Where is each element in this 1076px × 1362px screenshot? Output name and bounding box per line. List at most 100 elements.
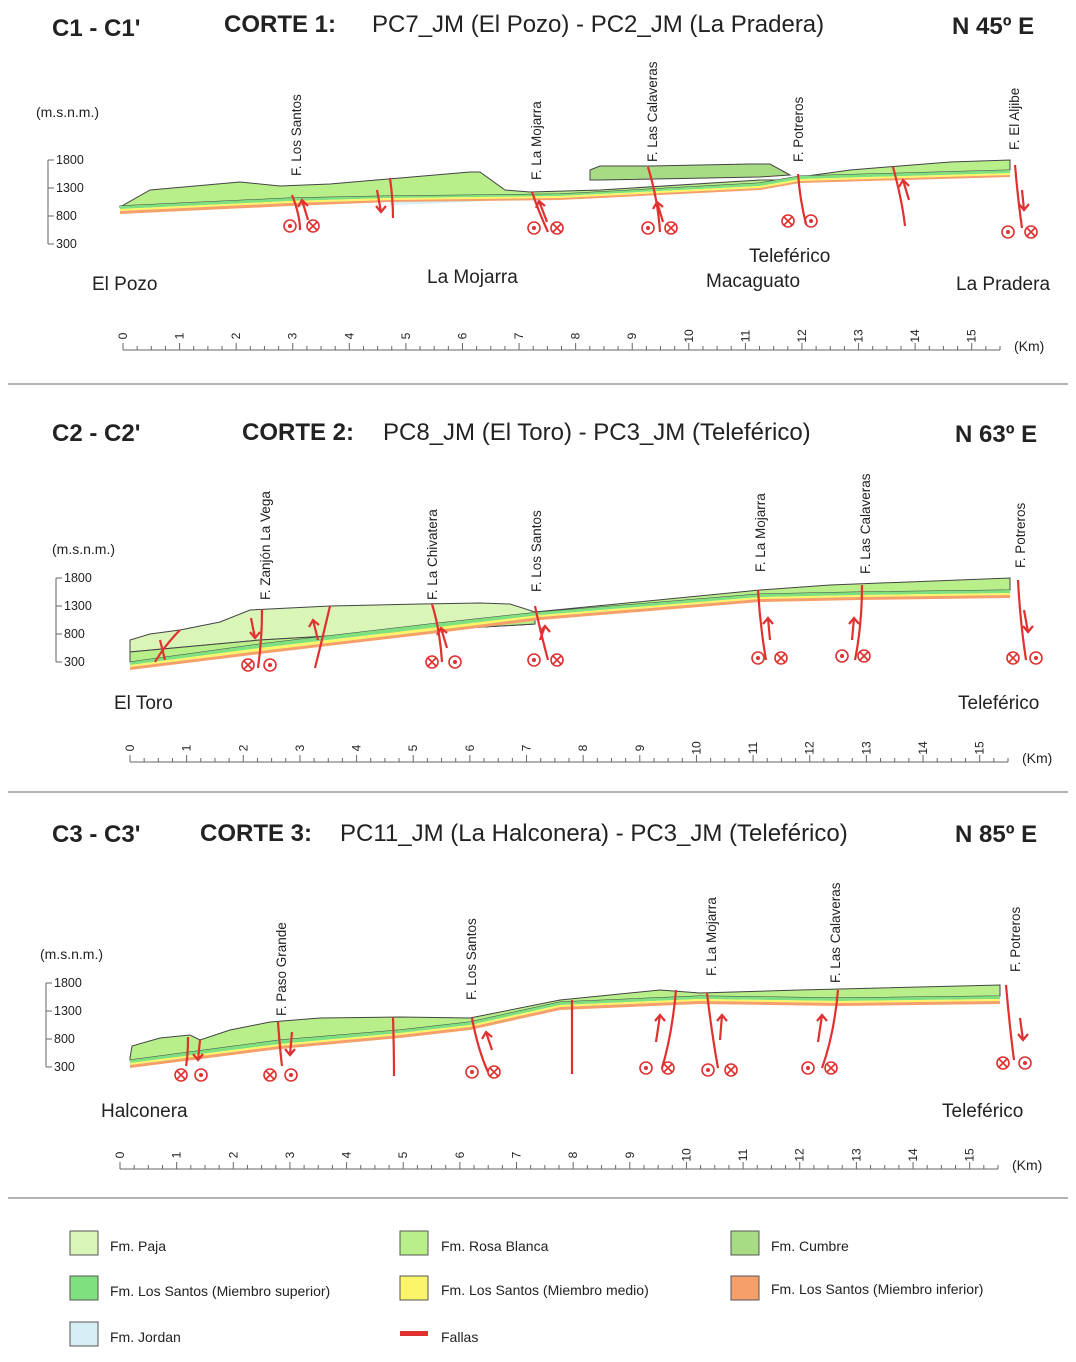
- fault-arrows: [297, 178, 1030, 223]
- section-code: C1 - C1': [52, 15, 140, 42]
- legend-swatch: [400, 1331, 428, 1336]
- scale-tick-label: 14: [906, 1148, 920, 1162]
- legend-label: Fm. Jordan: [110, 1329, 181, 1345]
- elevation-tick: 1800: [54, 976, 82, 990]
- place-label: El Toro: [114, 693, 173, 714]
- fault-arrows: [192, 1013, 1029, 1062]
- scale-tick-label: 10: [679, 1148, 693, 1162]
- elevation-tick: 800: [56, 209, 77, 223]
- fault-label: F. Los Santos: [529, 510, 544, 592]
- unit-cumbre: [589, 163, 792, 181]
- legend-item: Fallas: [400, 1329, 478, 1345]
- scale-tick-label: 9: [633, 744, 647, 751]
- scale-tick-label: 3: [293, 744, 307, 751]
- fault-label: F. Potreros: [1013, 502, 1028, 568]
- scale-tick-label: 7: [520, 744, 534, 751]
- scale-tick-label: 4: [350, 744, 364, 751]
- fault-labels: F. Zanjón La Vega F. La Chivatera F. Los…: [258, 473, 1028, 600]
- scale-tick-label: 13: [852, 329, 866, 343]
- scale-tick-label: 8: [576, 744, 590, 751]
- scale-tick-label: 5: [406, 744, 420, 751]
- fault-label: F. La Mojarra: [529, 101, 544, 180]
- fault-labels: F. Paso Grande F. Los Santos F. La Mojar…: [274, 882, 1023, 1016]
- unit-los-santos-medio: [120, 173, 1010, 211]
- place-label: La Pradera: [956, 274, 1050, 295]
- scale-tick-label: 13: [859, 741, 873, 755]
- scale-tick-label: 6: [453, 1151, 467, 1158]
- elevation-axis: 1800 1300 800 300: [55, 571, 92, 669]
- legend-label: Fallas: [441, 1329, 478, 1345]
- unit-los-santos-superior: [120, 170, 1010, 209]
- scale-tick-label: 2: [236, 744, 250, 751]
- section-code: C2 - C2': [52, 420, 140, 447]
- scale-tick-label: 5: [399, 332, 413, 339]
- scale-tick-label: 11: [738, 329, 752, 342]
- scale-tick-label: 7: [512, 332, 526, 339]
- scale-tick-label: 0: [123, 744, 137, 751]
- fault-motion-symbols: [283, 214, 1038, 239]
- elevation-tick: 1300: [64, 599, 92, 613]
- fault-label: F. Potreros: [1008, 906, 1023, 972]
- place-label: Halconera: [101, 1101, 188, 1122]
- section-code: C3 - C3': [52, 821, 140, 848]
- scale-tick-label: 8: [569, 332, 583, 339]
- fault-label: F. Las Calaveras: [828, 882, 843, 983]
- scale-tick-label: 10: [682, 329, 696, 343]
- section-title: PC11_JM (La Halconera) - PC3_JM (Telefér…: [340, 820, 848, 847]
- legend-item: Fm. Los Santos (Miembro inferior): [730, 1275, 983, 1301]
- elevation-tick: 1800: [64, 571, 92, 585]
- elevation-tick: 300: [56, 237, 77, 251]
- fault-arrows: [158, 609, 1034, 661]
- scale-tick-label: 6: [463, 744, 477, 751]
- fault-label: F. Las Calaveras: [858, 473, 873, 574]
- section-2: C2 - C2' CORTE 2: PC8_JM (El Toro) - PC3…: [52, 419, 1052, 766]
- distance-unit: (Km): [1022, 750, 1052, 766]
- elevation-unit: (m.s.n.m.): [36, 104, 99, 120]
- legend-swatch: [69, 1230, 99, 1256]
- fault-motion-symbols: [174, 1056, 1032, 1082]
- fault-label: F. La Mojarra: [753, 493, 768, 572]
- section-3: C3 - C3' CORTE 3: PC11_JM (La Halconera)…: [40, 820, 1042, 1173]
- elevation-unit: (m.s.n.m.): [52, 541, 115, 557]
- scale-tick-label: 6: [455, 332, 469, 339]
- scale-tick-label: 11: [746, 741, 760, 754]
- legend-swatch: [399, 1275, 429, 1301]
- legend-swatch: [730, 1275, 760, 1301]
- elevation-tick: 300: [64, 655, 85, 669]
- elevation-tick: 300: [54, 1060, 75, 1074]
- legend-label: Fm. Los Santos (Miembro inferior): [771, 1281, 983, 1297]
- place-label: La Mojarra: [427, 267, 518, 288]
- scale-tick-label: 2: [226, 1151, 240, 1158]
- section-azimuth: N 45º E: [952, 13, 1034, 40]
- scale-tick-label: 14: [916, 741, 930, 755]
- geologic-profile: [129, 984, 1001, 1068]
- distance-unit: (Km): [1012, 1157, 1042, 1173]
- legend-label: Fm. Paja: [110, 1238, 166, 1254]
- elevation-unit: (m.s.n.m.): [40, 946, 103, 962]
- scale-tick-label: 9: [623, 1151, 637, 1158]
- section-title: PC8_JM (El Toro) - PC3_JM (Teleférico): [383, 419, 811, 446]
- fault-label: F. Las Calaveras: [645, 61, 660, 162]
- legend-item: Fm. Los Santos (Miembro superior): [69, 1275, 330, 1301]
- section-title: PC7_JM (El Pozo) - PC2_JM (La Pradera): [372, 11, 824, 38]
- legend-label: Fm. Los Santos (Miembro superior): [110, 1283, 330, 1299]
- scale-tick-label: 1: [180, 744, 194, 751]
- scale-tick-label: 15: [973, 741, 987, 755]
- elevation-tick: 1800: [56, 153, 84, 167]
- elevation-tick: 1300: [54, 1004, 82, 1018]
- scale-tick-label: 12: [795, 329, 809, 343]
- fault-label: F. El Aljibe: [1007, 88, 1022, 150]
- scale-tick-label: 14: [908, 329, 922, 343]
- scale-tick-label: 15: [963, 1148, 977, 1162]
- legend-label: Fm. Cumbre: [771, 1238, 849, 1254]
- place-label: Teleférico: [958, 693, 1039, 714]
- scale-tick-label: 12: [793, 1148, 807, 1162]
- fault-motion-symbols: [241, 649, 1043, 672]
- legend-item: Fm. Los Santos (Miembro medio): [399, 1275, 649, 1301]
- fault-label: F. Los Santos: [289, 94, 304, 176]
- fault-labels: F. Los Santos F. La Mojarra F. Las Calav…: [289, 61, 1022, 180]
